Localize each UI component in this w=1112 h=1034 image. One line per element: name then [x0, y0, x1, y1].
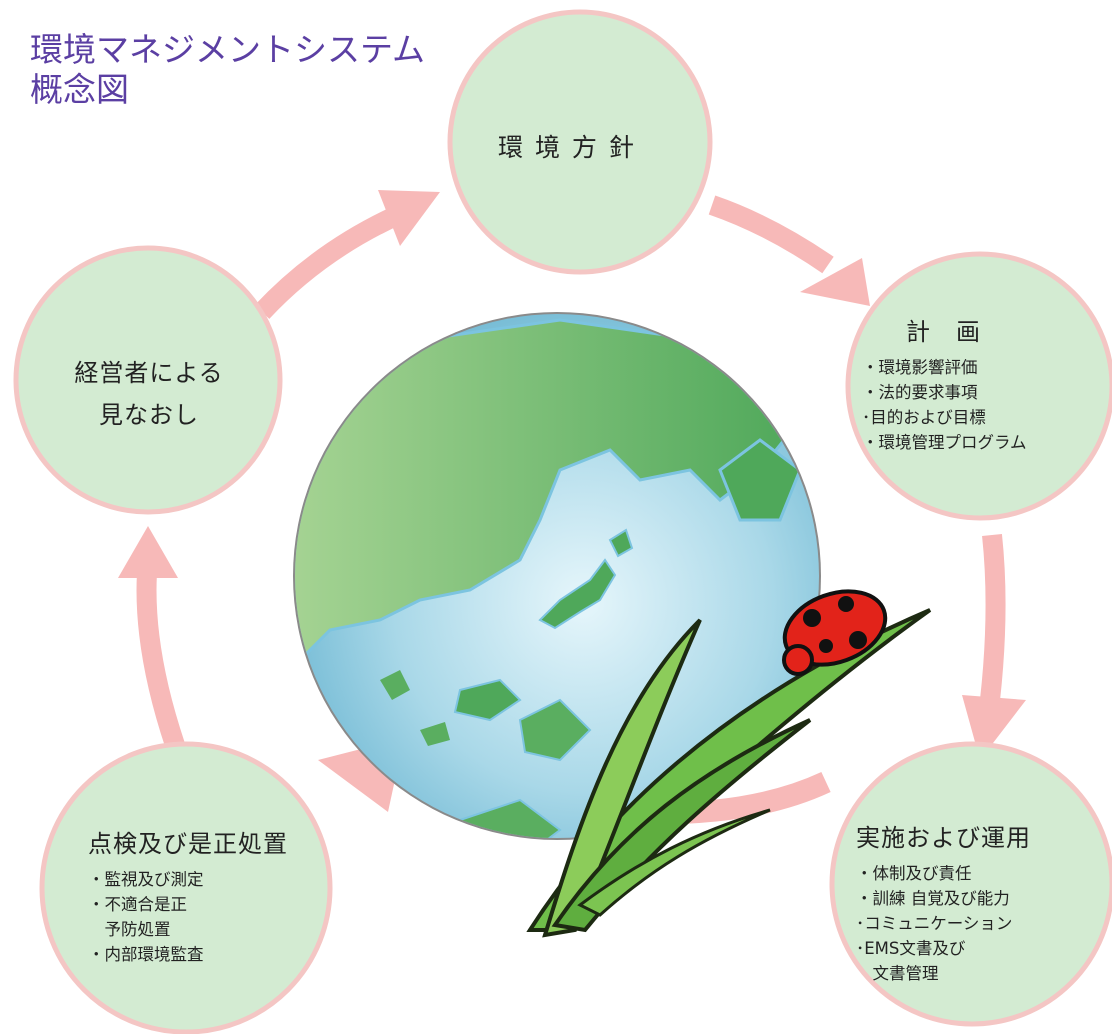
plan-items: ・環境影響評価 ・法的要求事項 ･目的および目標 ・環境管理プログラム	[862, 355, 1027, 455]
implementation-item: ･コミュニケーション	[856, 914, 1013, 933]
implementation-item: ・訓練 自覚及び能力	[856, 889, 1010, 908]
checking-item: ・不適合是正	[88, 895, 187, 914]
implementation-item: ・体制及び責任	[856, 864, 972, 883]
circle-implementation	[829, 741, 1112, 1027]
grass-leaf-icon	[526, 608, 932, 938]
checking-heading: 点検及び是正処置	[88, 830, 288, 858]
review-heading-line1: 経営者による	[74, 359, 224, 387]
implementation-items: ・体制及び責任 ・訓練 自覚及び能力 ･コミュニケーション ･EMS文書及び 文…	[856, 861, 1031, 986]
earth-globe-icon	[293, 312, 821, 840]
node-review: 経営者による 見なおし	[64, 352, 234, 436]
plan-item: ・法的要求事項	[862, 383, 978, 402]
title-line1: 環境マネジメントシステム	[30, 30, 426, 69]
diagram-title: 環境マネジメントシステム 概念図	[30, 30, 425, 110]
ladybug-icon	[782, 589, 888, 676]
circle-checking	[39, 741, 333, 1034]
node-implementation: 実施および運用 ・体制及び責任 ・訓練 自覚及び能力 ･コミュニケーション ･E…	[856, 818, 1031, 986]
title-line2: 概念図	[30, 70, 129, 109]
plan-heading: 計 画	[906, 318, 981, 346]
implementation-item: ･EMS文書及び	[856, 939, 966, 958]
plan-item: ・環境管理プログラム	[862, 433, 1027, 452]
node-plan: 計 画 ・環境影響評価 ・法的要求事項 ･目的および目標 ・環境管理プログラム	[862, 312, 1027, 455]
plan-item: ･目的および目標	[862, 408, 986, 427]
plan-item: ・環境影響評価	[862, 358, 978, 377]
arrow-checking-to-review	[118, 526, 185, 749]
checking-item: ・監視及び測定	[88, 870, 204, 889]
review-heading-line2: 見なおし	[99, 401, 199, 429]
node-circles	[13, 9, 1112, 1034]
checking-item: ・内部環境監査	[88, 945, 204, 964]
node-policy: 環 境 方 針	[498, 128, 636, 164]
circle-policy	[447, 9, 713, 275]
circle-review	[13, 245, 283, 515]
node-checking: 点検及び是正処置 ・監視及び測定 ・不適合是正 予防処置 ・内部環境監査	[88, 824, 288, 967]
circle-plan	[845, 251, 1112, 521]
arrow-policy-to-plan	[708, 195, 870, 306]
implementation-item: 文書管理	[856, 964, 939, 983]
policy-heading: 環 境 方 針	[498, 133, 636, 162]
checking-items: ・監視及び測定 ・不適合是正 予防処置 ・内部環境監査	[88, 867, 288, 967]
checking-item: 予防処置	[88, 920, 171, 939]
arrow-review-to-policy	[254, 190, 440, 319]
implementation-heading: 実施および運用	[856, 824, 1031, 852]
arrow-plan-to-implementation	[962, 533, 1026, 760]
